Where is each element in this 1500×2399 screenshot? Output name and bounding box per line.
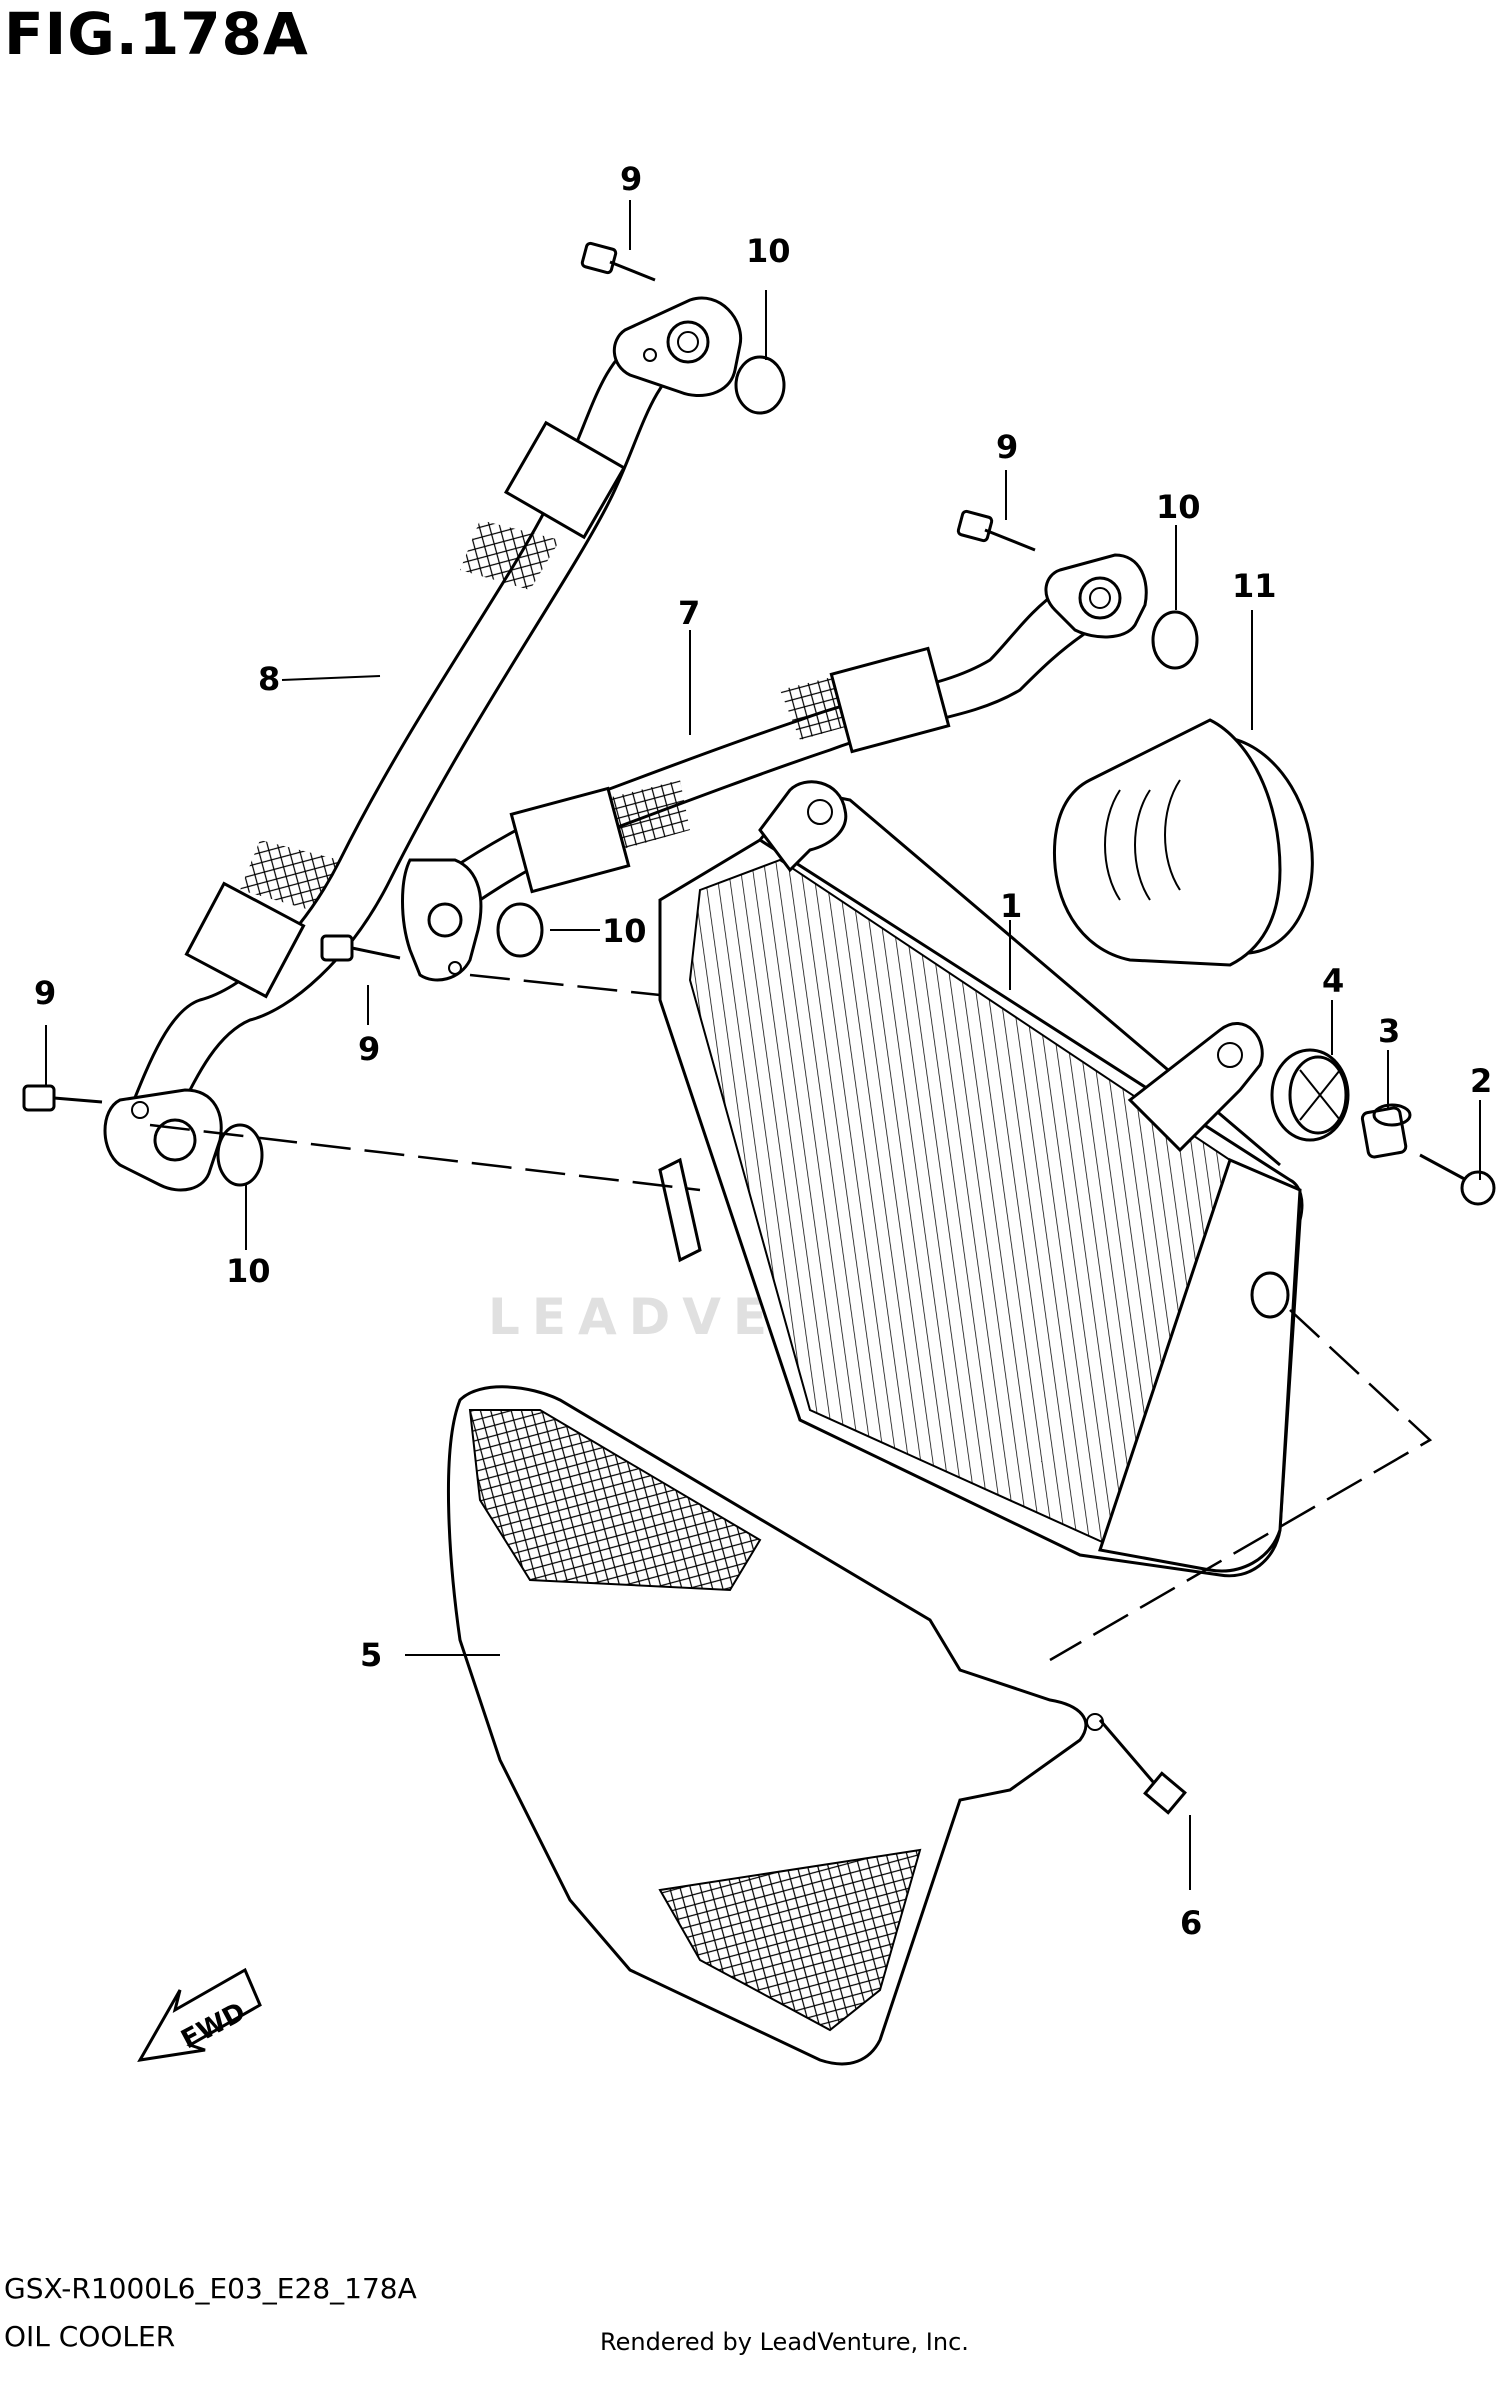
hose-8-lower-flange [103,1088,223,1192]
hose-8-upper-flange [612,296,743,397]
oil-hose-8 [128,338,691,1121]
callout-6: 6 [1180,1904,1202,1942]
leader-lines [45,200,1481,1890]
callout-9-top: 9 [620,160,642,198]
callout-5: 5 [360,1636,382,1674]
fwd-direction-arrow: FWD [137,1967,262,2062]
oil-filter [1052,718,1314,967]
callout-4: 4 [1322,962,1344,1000]
callout-2: 2 [1470,1062,1492,1100]
callout-1: 1 [1000,887,1022,925]
part-6-bolt [1098,1719,1187,1815]
model-code: GSX-R1000L6_E03_E28_178A [4,2272,417,2305]
callout-9-middle: 9 [358,1030,380,1068]
o-ring-10-middle [496,902,544,958]
callout-11: 11 [1232,567,1277,605]
section-name: OIL COOLER [4,2320,176,2353]
o-ring-10-right [1151,610,1199,670]
hose-7-upper-flange [1044,553,1148,639]
part-2-bolt [1419,1153,1496,1206]
part-4-grommet [1270,1048,1350,1142]
render-credit: Rendered by LeadVenture, Inc. [600,2328,969,2356]
part-3-collar [1360,1103,1412,1159]
bolt-9-right [956,509,1036,552]
bolt-9-top [580,241,656,282]
cooler-grille [446,1385,1104,2066]
callout-9-right: 9 [996,428,1018,466]
figure-title: FIG.178A [4,0,309,68]
bolt-9-left [22,1084,103,1112]
callout-7: 7 [678,594,700,632]
bolt-9-middle [320,934,401,962]
callout-10-left: 10 [226,1252,271,1290]
hose-7-lower-flange [401,858,483,982]
callout-10-top: 10 [746,232,791,270]
callout-9-left: 9 [34,974,56,1012]
o-ring-10-top [734,355,786,415]
callout-8: 8 [258,660,280,698]
callout-3: 3 [1378,1012,1400,1050]
o-ring-10-left [216,1123,264,1187]
oil-cooler-core [658,780,1304,1578]
callout-10-middle: 10 [602,912,647,950]
callout-10-right: 10 [1156,488,1201,526]
